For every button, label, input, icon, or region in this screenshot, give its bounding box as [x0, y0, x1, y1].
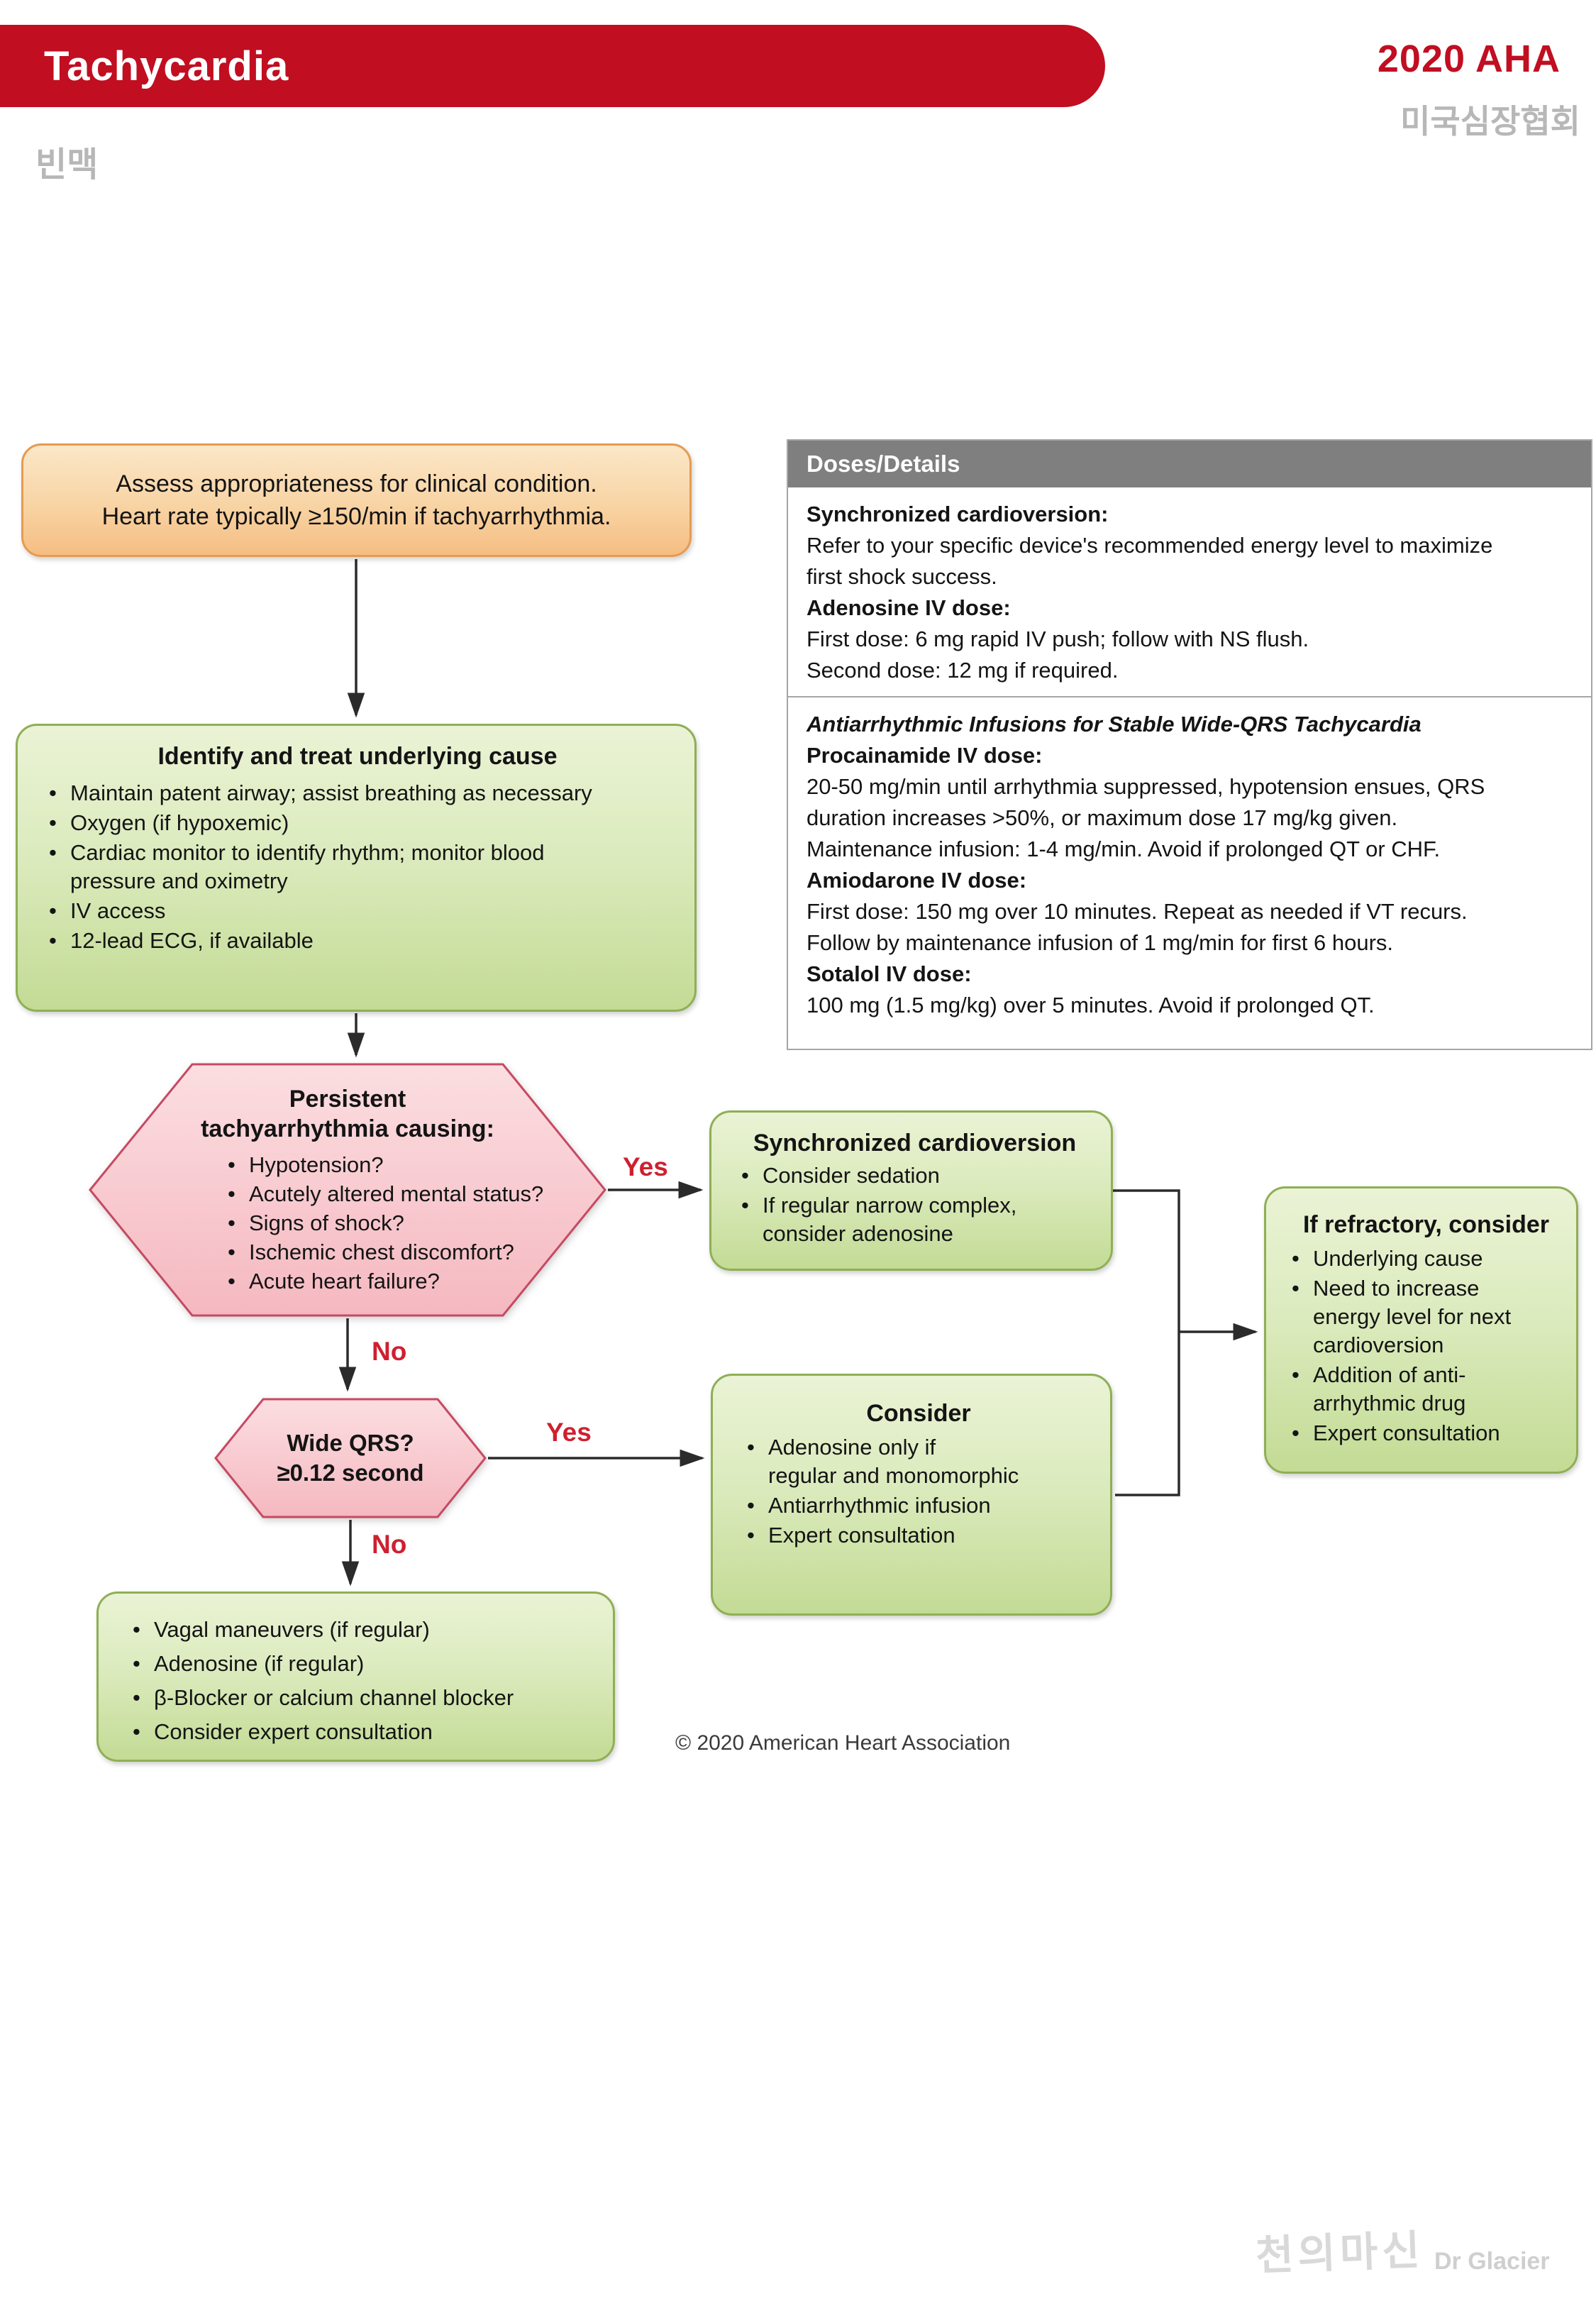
- adenosine-label: Adenosine IV dose:: [807, 595, 1011, 620]
- procainamide-label: Procainamide IV dose:: [807, 743, 1043, 768]
- persistent-bullet: Hypotension?: [222, 1151, 555, 1179]
- identify-bullet: 12-lead ECG, if available: [43, 927, 676, 955]
- final-bullet: Consider expert consultation: [127, 1716, 599, 1748]
- amiodarone-label: Amiodarone IV dose:: [807, 868, 1027, 893]
- page-title: Tachycardia: [44, 43, 289, 89]
- sync-box-title: Synchronized cardioversion: [753, 1130, 1077, 1157]
- refractory-title: If refractory, consider: [1302, 1211, 1550, 1238]
- wide-qrs-line1: Wide QRS?: [287, 1430, 414, 1456]
- refractory-box: If refractory, consider Underlying cause…: [1264, 1186, 1578, 1474]
- persistent-hexagon-content: Persistent tachyarrhythmia causing: Hypo…: [89, 1084, 606, 1296]
- refractory-bullets: Underlying causeNeed to increase energy …: [1286, 1245, 1566, 1447]
- assess-line1: Assess appropriateness for clinical cond…: [116, 470, 597, 497]
- wide-qrs-hexagon: Wide QRS? ≥0.12 second: [214, 1398, 487, 1518]
- no-label-persistent: No: [372, 1337, 407, 1366]
- wide-qrs-line2: ≥0.12 second: [277, 1460, 424, 1486]
- persistent-bullet: Ischemic chest discomfort?: [222, 1238, 555, 1266]
- sync-box-bullet: Consider sedation: [736, 1162, 1094, 1190]
- no-label-wideqrs: No: [372, 1530, 407, 1559]
- sync-cardioversion-label: Synchronized cardioversion:: [807, 502, 1109, 526]
- persistent-bullet: Signs of shock?: [222, 1209, 555, 1237]
- korean-title: 빈맥: [35, 146, 99, 184]
- refractory-bullet: Expert consultation: [1286, 1419, 1566, 1447]
- consider-bullet: Adenosine only if regular and monomorphi…: [741, 1433, 1096, 1490]
- refractory-bullet: Need to increase energy level for next c…: [1286, 1274, 1566, 1359]
- synchronized-cardioversion-box: Synchronized cardioversion Consider seda…: [709, 1110, 1113, 1271]
- watermark-signature: 천의마신: [1255, 2227, 1425, 2280]
- final-bullets: Vagal maneuvers (if regular)Adenosine (i…: [127, 1613, 599, 1748]
- org-year-label: 2020 AHA: [1377, 38, 1561, 80]
- doses-section-infusions: Antiarrhythmic Infusions for Stable Wide…: [788, 696, 1591, 1031]
- header-bar: Tachycardia: [0, 25, 1105, 107]
- consider-title: Consider: [866, 1400, 971, 1427]
- copyright-text: © 2020 American Heart Association: [675, 1731, 1011, 1755]
- identify-bullets: Maintain patent airway; assist breathing…: [39, 776, 676, 955]
- yes-label-persistent: Yes: [623, 1152, 668, 1181]
- adenosine-line2: Second dose: 12 mg if required.: [807, 658, 1119, 683]
- persistent-bullets: Hypotension?Acutely altered mental statu…: [222, 1151, 555, 1295]
- wide-qrs-hexagon-shape: [214, 1398, 487, 1518]
- narrow-qrs-treatment-box: Vagal maneuvers (if regular)Adenosine (i…: [96, 1591, 615, 1762]
- identify-bullet: Oxygen (if hypoxemic): [43, 809, 676, 837]
- identify-box: Identify and treat underlying cause Main…: [16, 724, 697, 1012]
- adenosine-line1: First dose: 6 mg rapid IV push; follow w…: [807, 627, 1309, 651]
- doses-section-cardioversion: Synchronized cardioversion: Refer to you…: [788, 487, 1591, 696]
- wide-qrs-content: Wide QRS? ≥0.12 second: [214, 1398, 487, 1518]
- identify-bullet: Cardiac monitor to identify rhythm; moni…: [43, 839, 676, 895]
- sotalol-label: Sotalol IV dose:: [807, 961, 972, 986]
- consider-bullet: Antiarrhythmic infusion: [741, 1491, 1096, 1520]
- identify-bullet: IV access: [43, 897, 676, 925]
- persistent-title-line1: Persistent: [289, 1086, 406, 1113]
- refractory-bullet: Underlying cause: [1286, 1245, 1566, 1273]
- persistent-bullet: Acutely altered mental status?: [222, 1180, 555, 1208]
- refractory-bullet: Addition of anti- arrhythmic drug: [1286, 1361, 1566, 1418]
- persistent-tachyarrhythmia-hexagon: Persistent tachyarrhythmia causing: Hypo…: [89, 1063, 606, 1317]
- sotalol-text: 100 mg (1.5 mg/kg) over 5 minutes. Avoid…: [807, 993, 1375, 1017]
- amiodarone-text: First dose: 150 mg over 10 minutes. Repe…: [807, 899, 1468, 955]
- watermark-credit: Dr Glacier: [1434, 2248, 1550, 2275]
- assess-box: Assess appropriateness for clinical cond…: [21, 443, 692, 557]
- identify-bullet: Maintain patent airway; assist breathing…: [43, 779, 676, 807]
- sync-cardioversion-text: Refer to your specific device's recommen…: [807, 533, 1493, 589]
- yes-label-wideqrs: Yes: [546, 1418, 592, 1447]
- persistent-title-line2: tachyarrhythmia causing:: [201, 1115, 494, 1142]
- org-korean-label: 미국심장협회: [1400, 103, 1580, 140]
- sync-box-bullet: If regular narrow complex, consider aden…: [736, 1191, 1094, 1248]
- connector-sync-consider-merge: [1113, 1189, 1180, 1496]
- final-bullet: Adenosine (if regular): [127, 1648, 599, 1680]
- sync-box-bullets: Consider sedationIf regular narrow compl…: [736, 1162, 1094, 1248]
- doses-details-panel: Doses/Details Synchronized cardioversion…: [787, 439, 1592, 1050]
- final-bullet: β-Blocker or calcium channel blocker: [127, 1682, 599, 1714]
- infusions-title: Antiarrhythmic Infusions for Stable Wide…: [807, 712, 1422, 737]
- doses-header: Doses/Details: [788, 441, 1591, 487]
- final-bullet: Vagal maneuvers (if regular): [127, 1613, 599, 1646]
- consider-bullet: Expert consultation: [741, 1521, 1096, 1550]
- identify-title: Identify and treat underlying cause: [157, 743, 558, 770]
- procainamide-text: 20-50 mg/min until arrhythmia suppressed…: [807, 774, 1485, 861]
- consider-bullets: Adenosine only if regular and monomorphi…: [741, 1433, 1096, 1550]
- assess-line2: Heart rate typically ≥150/min if tachyar…: [101, 503, 611, 530]
- persistent-bullet: Acute heart failure?: [222, 1267, 555, 1295]
- consider-box: Consider Adenosine only if regular and m…: [711, 1374, 1112, 1616]
